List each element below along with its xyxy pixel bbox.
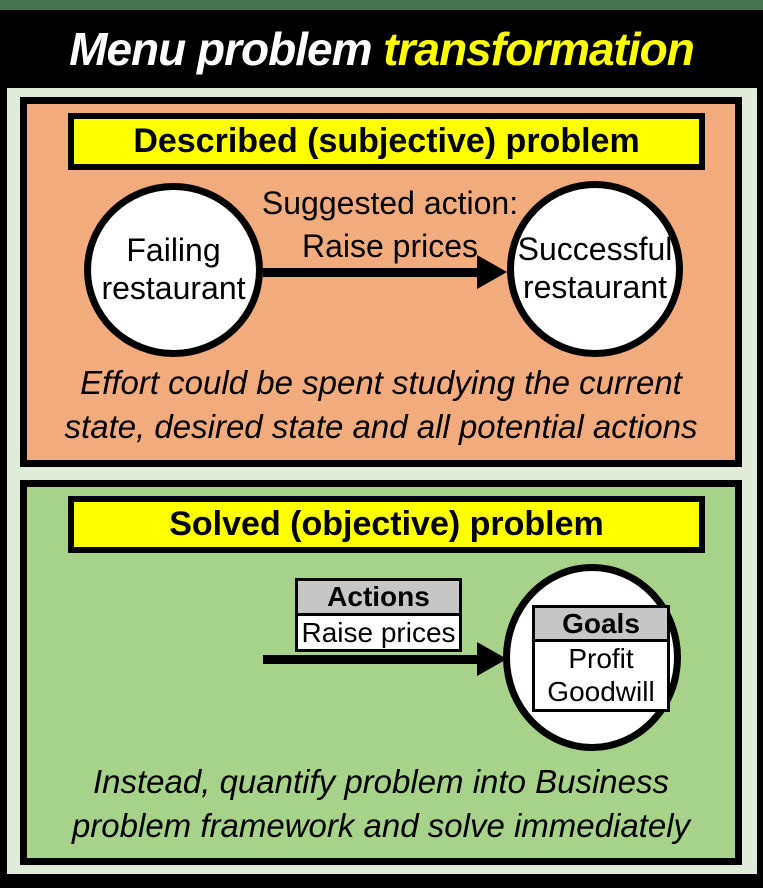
solved-panel-header-label: Solved (objective) problem <box>169 505 604 543</box>
goals-table: Goals Profit Goodwill <box>532 605 670 712</box>
actions-table-header: Actions <box>298 581 459 616</box>
goals-table-row: Profit <box>535 642 667 675</box>
successful-restaurant-label: Successful restaurant <box>517 231 673 305</box>
slide-title-yellow-part: transformation <box>383 23 695 75</box>
slide-title-white-part: Menu problem <box>69 23 384 75</box>
goals-table-header: Goals <box>535 608 667 642</box>
transition-arrow-line <box>263 268 479 277</box>
solved-panel-caption: Instead, quantify problem into Business … <box>27 760 735 848</box>
failing-restaurant-node: Failing restaurant <box>84 183 263 357</box>
described-caption-line2: state, desired state and all potential a… <box>64 408 698 445</box>
described-panel-header: Described (subjective) problem <box>68 113 705 170</box>
suggested-action-label: Suggested action: <box>261 185 519 221</box>
described-problem-panel: Described (subjective) problem Failing r… <box>20 97 742 467</box>
solved-caption-line1: Instead, quantify problem into Business <box>92 763 669 800</box>
successful-restaurant-node: Successful restaurant <box>507 181 683 357</box>
goals-table-row: Goodwill <box>535 675 667 708</box>
solve-arrow-head-icon <box>477 642 507 676</box>
actions-table-row: Raise prices <box>298 616 459 649</box>
slide-title: Menu problem transformation <box>0 10 763 88</box>
described-panel-caption: Effort could be spent studying the curre… <box>27 361 735 449</box>
solve-arrow-line <box>263 655 479 664</box>
failing-restaurant-label: Failing restaurant <box>101 232 246 306</box>
solved-panel-header: Solved (objective) problem <box>68 496 705 553</box>
actions-table: Actions Raise prices <box>295 578 462 652</box>
solved-problem-panel: Solved (objective) problem Actions Raise… <box>20 480 742 865</box>
described-panel-header-label: Described (subjective) problem <box>133 122 640 160</box>
solved-caption-line2: problem framework and solve immediately <box>71 807 691 844</box>
transition-arrow-head-icon <box>477 255 507 289</box>
described-caption-line1: Effort could be spent studying the curre… <box>80 364 682 401</box>
raise-prices-label: Raise prices <box>301 228 479 264</box>
